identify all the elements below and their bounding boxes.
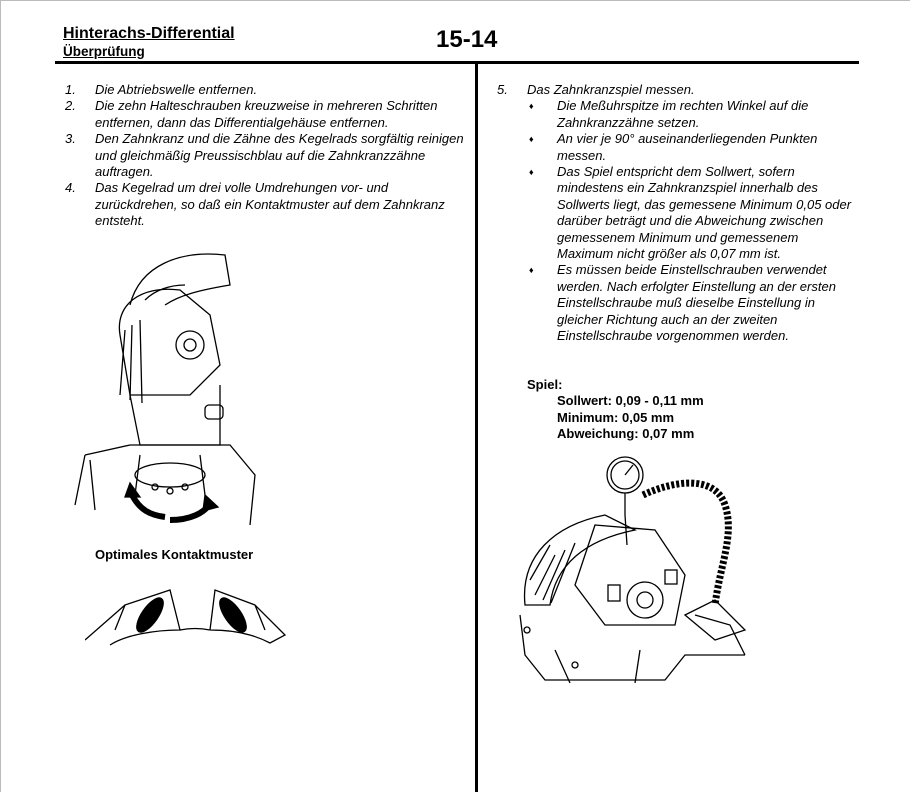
step-number: 2. [65, 98, 76, 114]
diamond-bullet-icon: ♦ [529, 265, 534, 276]
step-text: Den Zahnkranz und die Zähne des Kegelrad… [95, 131, 464, 180]
step-text: Das Zahnkranzspiel messen. [527, 82, 695, 97]
step-item: 1. Die Abtriebswelle entfernen. [65, 82, 465, 98]
page-number: 15-14 [436, 26, 498, 53]
step-item: 4. Das Kegelrad um drei volle Umdrehungen… [65, 180, 465, 229]
step-number: 5. [497, 82, 508, 97]
section-title: Hinterachs-Differential [63, 25, 235, 42]
bullet-text: Das Spiel entspricht dem Sollwert, sofer… [557, 164, 852, 262]
step-number: 1. [65, 82, 76, 97]
spec-abweichung: Abweichung: 0,07 mm [557, 426, 695, 442]
bullet-text: Die Meßuhrspitze im rechten Winkel auf d… [557, 98, 809, 130]
page-border-top [0, 0, 910, 1]
step-text: Das Kegelrad um drei volle Umdrehungen v… [95, 180, 445, 229]
differential-rotation-illustration [74, 253, 256, 526]
spec-label: Spiel: [527, 377, 563, 392]
step-number: 4. [65, 180, 76, 196]
spec-minimum: Minimum: 0,05 mm [557, 409, 675, 425]
step-text: Die Abtriebswelle entfernen. [95, 82, 258, 97]
column-divider [475, 62, 478, 792]
contact-pattern-caption: Optimales Kontaktmuster [95, 547, 254, 562]
bullet-item: ♦ Die Meßuhrspitze im rechten Winkel auf … [527, 98, 857, 131]
spec-sollwert: Sollwert: 0,09 - 0,11 mm [557, 393, 704, 409]
diamond-bullet-icon: ♦ [529, 101, 534, 112]
bullet-item: ♦ Das Spiel entspricht dem Sollwert, sofe… [527, 164, 857, 262]
dial-indicator-illustration [519, 456, 747, 684]
section-subtitle: Überprüfung [63, 44, 145, 59]
backlash-spec: Spiel: Sollwert: 0,09 - 0,11 mm Minimum:… [527, 377, 704, 443]
diamond-bullet-icon: ♦ [529, 167, 534, 178]
step-item: 3. Den Zahnkranz und die Zähne des Kegelr… [65, 131, 465, 180]
right-steps-list: 5. Das Zahnkranzspiel messen. ♦ Die Meßuhr… [497, 82, 857, 345]
page-border-left [0, 0, 1, 792]
sub-bullets: ♦ Die Meßuhrspitze im rechten Winkel auf … [527, 98, 857, 344]
step-item: 2. Die zehn Halteschrauben kreuzweise in … [65, 98, 465, 131]
bullet-item: ♦ Es müssen beide Einstellschrauben verwe… [527, 262, 857, 344]
contact-pattern-illustration [85, 589, 287, 646]
bullet-item: ♦ An vier je 90° auseinanderliegenden Pun… [527, 131, 857, 164]
header-rule [55, 61, 859, 64]
diamond-bullet-icon: ♦ [529, 134, 534, 145]
bullet-text: An vier je 90° auseinanderliegenden Punk… [557, 131, 818, 163]
bullet-text: Es müssen beide Einstellschrauben verwen… [557, 262, 836, 344]
step-text: Die zehn Halteschrauben kreuzweise in me… [95, 98, 438, 130]
step-item: 5. Das Zahnkranzspiel messen. ♦ Die Meßuhr… [497, 82, 857, 345]
step-number: 3. [65, 131, 76, 147]
left-steps-list: 1. Die Abtriebswelle entfernen. 2. Die zeh… [65, 82, 465, 230]
